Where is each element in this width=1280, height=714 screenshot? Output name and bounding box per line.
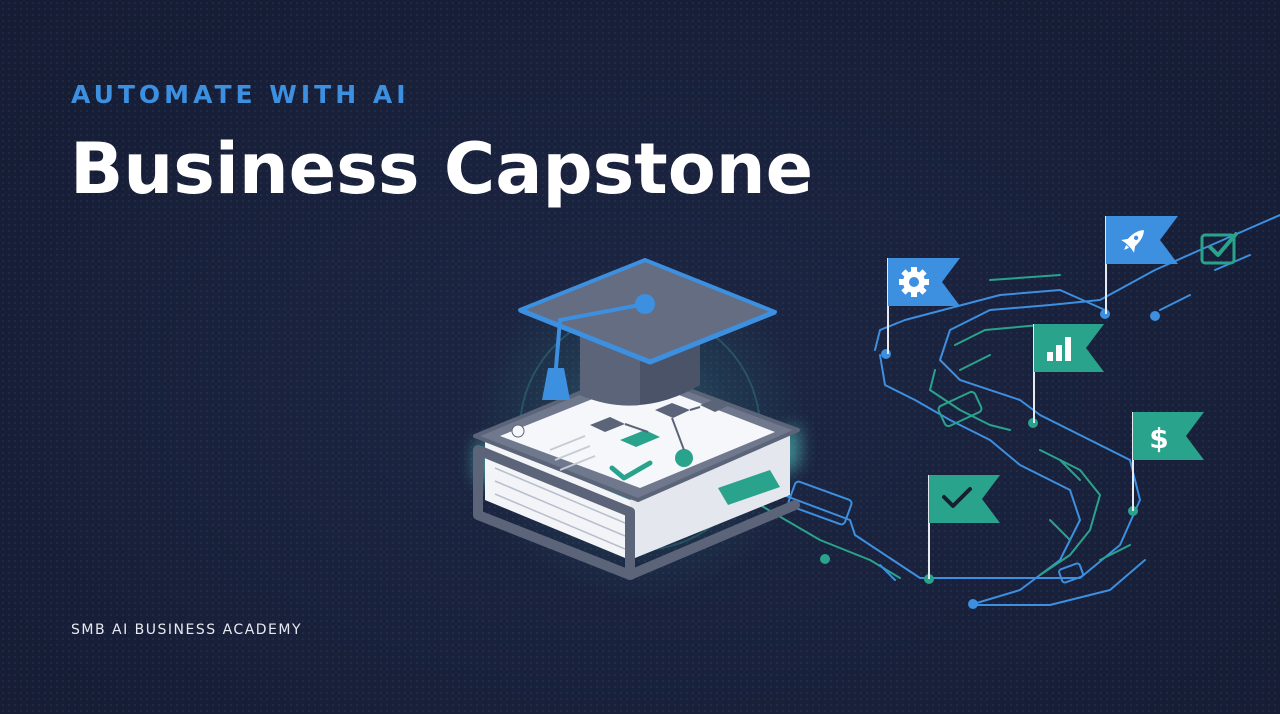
- flag-gear: [887, 258, 960, 354]
- gear-icon: [899, 267, 929, 297]
- dollar-icon: $: [1149, 422, 1168, 455]
- bar-chart-icon: [1047, 337, 1071, 361]
- checkmark-icon: [942, 487, 972, 508]
- flag-chart: [1033, 324, 1104, 423]
- page-flowchart: [549, 399, 730, 481]
- graduation-cap-icon: [518, 258, 777, 406]
- eyebrow-label: AUTOMATE WITH AI: [71, 80, 410, 109]
- flag-check: [928, 475, 1000, 579]
- checkbox-icon: [1200, 232, 1238, 265]
- footer-brand: SMB AI BUSINESS ACADEMY: [71, 622, 303, 638]
- rocket-icon: [1121, 230, 1144, 253]
- circuit-lines: [759, 214, 1280, 606]
- page-title: Business Capstone: [70, 128, 814, 210]
- flag-dollar: $: [1132, 412, 1204, 511]
- book-icon: [473, 368, 800, 580]
- flag-rocket: [1105, 216, 1178, 314]
